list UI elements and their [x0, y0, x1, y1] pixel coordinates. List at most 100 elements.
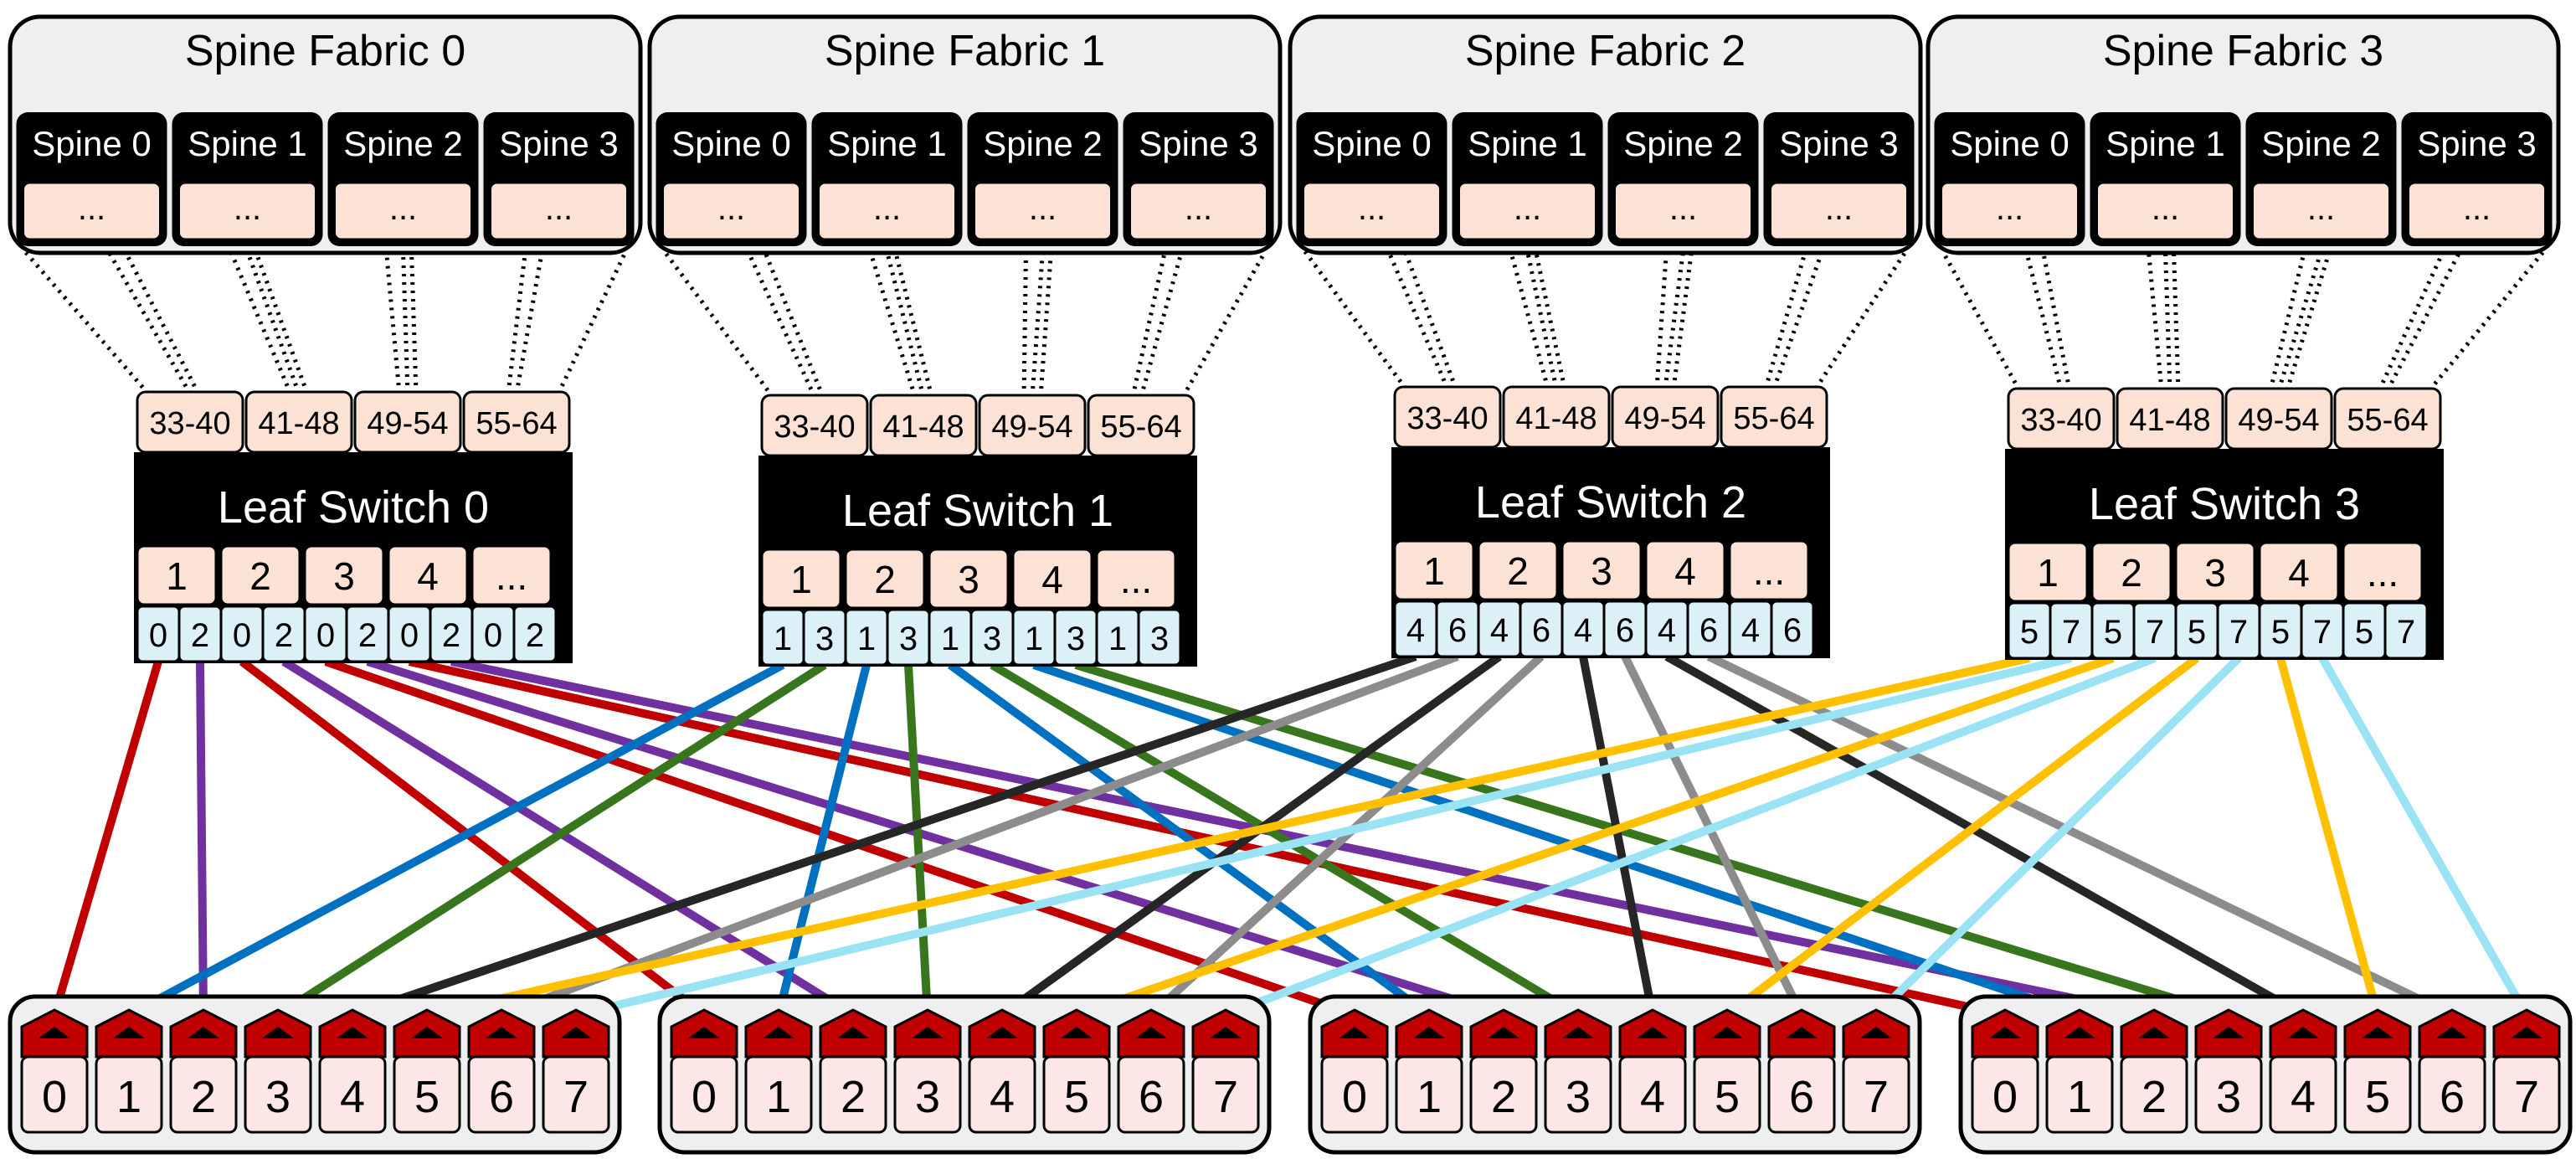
gpu-4: 4	[318, 1008, 387, 1134]
uplink-port-label: 55-64	[1100, 410, 1181, 445]
spine-switch-label: Spine 3	[1779, 124, 1898, 163]
spine-switch-label: Spine 0	[1950, 124, 2069, 163]
downlink-port	[1477, 539, 1559, 601]
gpu-label: 3	[915, 1072, 940, 1122]
breakout-subport-label: 1	[941, 621, 959, 657]
spine-port-group	[2407, 181, 2547, 241]
spine-switch-3: Spine 3...	[2401, 112, 2553, 246]
spine-switch-3: Spine 3...	[1123, 112, 1274, 246]
spine-uplink	[2428, 250, 2546, 392]
rail-link-gpu-2	[366, 657, 1505, 1019]
spine-port-group	[2251, 181, 2391, 241]
spine-uplink	[1403, 250, 1458, 389]
spine-fabric-title: Spine Fabric 3	[2103, 27, 2383, 75]
downlink-port-label: ...	[1753, 549, 1785, 593]
rail-link-gpu-3	[275, 661, 827, 1019]
gpu-label: 6	[1139, 1072, 1164, 1122]
gpu-label: 2	[191, 1072, 216, 1122]
breakout-subport-label: 2	[191, 617, 209, 654]
gpu-7: 7	[1191, 1008, 1260, 1134]
rail-link-gpu-7	[1873, 655, 2242, 1018]
uplink-port-label: 49-54	[1624, 401, 1705, 436]
nic-port-icon	[2362, 1027, 2393, 1038]
uplink-port-label: 33-40	[149, 406, 230, 441]
downlink-port	[1561, 539, 1643, 601]
rail-link-gpu-1	[126, 661, 785, 1019]
spine-switch-label: Spine 1	[2106, 124, 2224, 163]
leaf-switch-title: Leaf Switch 2	[1475, 477, 1746, 528]
uplink-port-label: 41-48	[882, 410, 964, 445]
gpu-label: 2	[2142, 1072, 2167, 1122]
nic-port-icon	[113, 1027, 145, 1038]
rail-link-gpu-5	[425, 654, 2031, 1019]
spine-uplink	[1671, 250, 1694, 389]
spine-uplink	[2147, 250, 2164, 391]
spine-port-ellipsis: ...	[78, 190, 105, 227]
uplink-port-label: 41-48	[258, 406, 339, 441]
breakout-subport-label: 3	[899, 621, 918, 657]
spine-switch-2: Spine 2...	[1607, 112, 1759, 246]
gpu-label: 5	[1715, 1072, 1740, 1122]
spine-fabric-box	[647, 14, 1283, 255]
breakout-subport-label: 7	[2146, 614, 2164, 651]
spine-port-ellipsis: ...	[1669, 190, 1697, 227]
spine-uplink	[893, 250, 934, 398]
gpu-label: 3	[2216, 1072, 2241, 1122]
breakout-subport-label: 3	[1150, 621, 1169, 657]
gpu-1: 1	[1395, 1008, 1463, 1134]
gpu-label: 6	[2440, 1072, 2465, 1122]
breakout-subport-label: 3	[815, 621, 834, 657]
downlink-port-label: ...	[2367, 551, 2399, 595]
spine-uplink	[2163, 250, 2172, 391]
downlink-port	[928, 548, 1010, 610]
downlink-port	[2342, 541, 2424, 603]
rail-link-gpu-5	[1075, 654, 2115, 1019]
gpu-4: 4	[2269, 1008, 2337, 1134]
spine-port-group	[973, 181, 1113, 241]
breakout-subport-label: 1	[1108, 621, 1127, 657]
downlink-port-label: 1	[166, 554, 188, 598]
breakout-subport-label: 6	[1783, 612, 1802, 649]
nic-port-icon	[2213, 1027, 2244, 1038]
spine-uplink	[1038, 250, 1053, 398]
spine-port-group	[2095, 181, 2235, 241]
rail-link-gpu-6	[1706, 652, 2455, 1019]
nic-port-icon	[560, 1027, 592, 1038]
spine-switch-1: Spine 1...	[172, 112, 323, 246]
downlink-port-label: 2	[249, 554, 271, 598]
nic-port-icon	[1210, 1027, 1242, 1038]
nic-port-icon	[1135, 1027, 1167, 1038]
spine-uplink	[123, 250, 201, 395]
downlink-port	[1644, 539, 1726, 601]
gpu-label: 6	[1789, 1072, 1814, 1122]
breakout-subport-label: 5	[2104, 614, 2122, 651]
spine-switch-label: Spine 3	[2417, 124, 2536, 163]
spine-uplink	[514, 250, 544, 394]
gpu-6: 6	[467, 1008, 536, 1134]
breakout-subport-label: 4	[1406, 612, 1425, 649]
spine-switch-label: Spine 1	[827, 124, 946, 163]
gpu-2: 2	[1469, 1008, 1538, 1134]
leaf-switch-title: Leaf Switch 1	[842, 486, 1113, 536]
spine-uplink	[409, 250, 419, 394]
spine-port-ellipsis: ...	[873, 190, 901, 227]
uplink-port-label: 49-54	[367, 406, 448, 441]
spine-uplink	[746, 250, 817, 399]
downlink-port-label: 4	[1674, 549, 1696, 593]
spine-switch-3: Spine 3...	[483, 112, 635, 246]
downlink-port-label: 3	[1591, 549, 1612, 593]
downlink-port	[2090, 541, 2172, 603]
spine-port-ellipsis: ...	[1825, 190, 1853, 227]
uplink-port-label: 33-40	[774, 410, 855, 445]
leaf-switch-title: Leaf Switch 0	[218, 482, 489, 533]
spine-switch-label: Spine 2	[1623, 124, 1742, 163]
spine-uplink	[1139, 250, 1184, 398]
spine-uplink	[1021, 250, 1028, 398]
gpu-label: 0	[1342, 1072, 1367, 1122]
